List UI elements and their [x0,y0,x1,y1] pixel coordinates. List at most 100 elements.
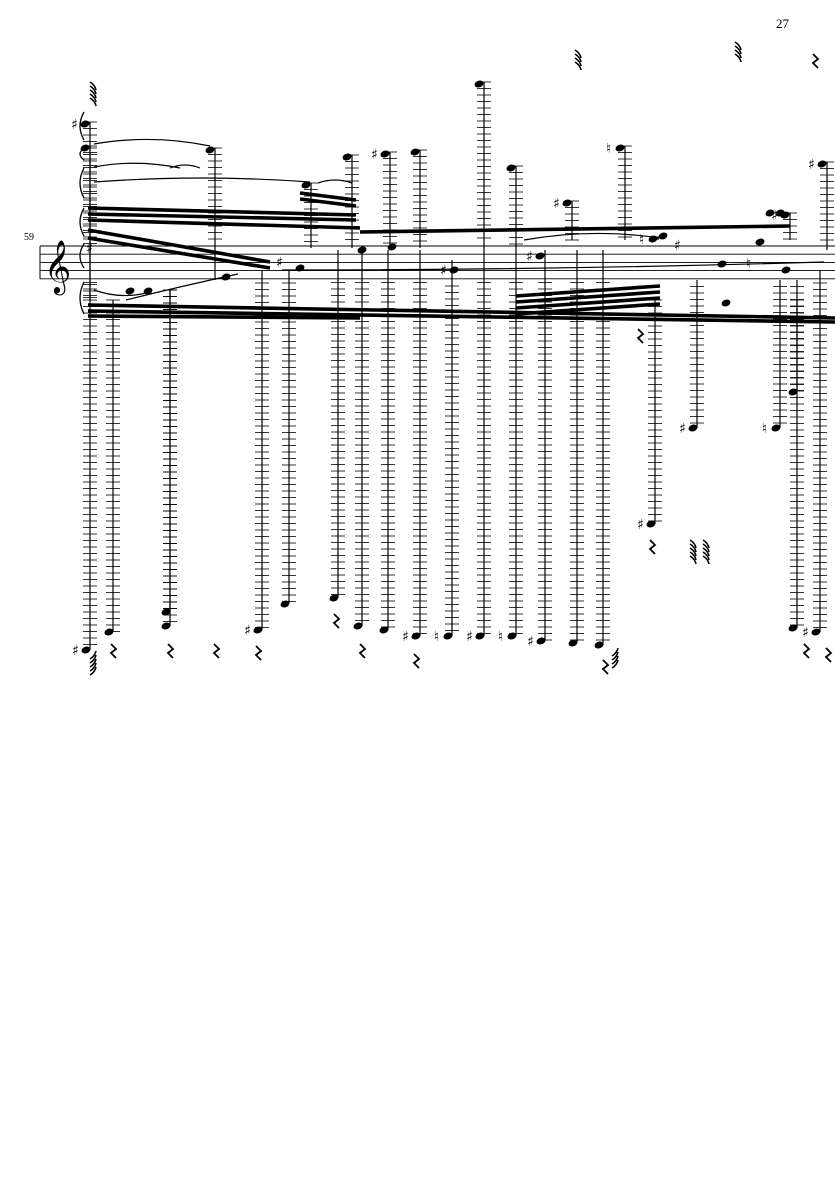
quarter-rest-icon [824,647,833,663]
beam [299,197,357,208]
notehead [507,632,517,640]
flag-icon [734,53,742,63]
measure-number: 59 [24,232,34,243]
notehead [449,266,459,274]
quarter-rest-icon [358,643,367,659]
flag-icon [89,650,97,660]
notehead [253,626,263,634]
tie [93,162,181,169]
notehead [788,388,798,396]
flag-icon [89,97,97,107]
flag-icon [89,662,97,672]
notehead [475,632,485,640]
notehead [615,144,625,152]
flag-icon [89,81,97,91]
flag-icon [574,49,582,59]
notehead [506,164,516,172]
quarter-rest-icon [811,53,820,69]
chord-bracket [79,167,85,199]
flag-icon [734,49,742,59]
quarter-rest-icon [601,659,610,675]
beam [359,224,791,234]
natural-icon: ♮ [606,141,611,157]
treble-clef-icon: 𝄞 [44,239,71,295]
flag-icon [702,543,710,553]
notehead [125,287,135,295]
notehead [301,181,311,189]
notehead [380,150,390,158]
notehead [765,209,775,217]
accidentals: ♯♯♯♮♯♮♯♯♯♮♯♯♯♯♮♮♯♯♯♯♯♯♯♮ [71,117,815,659]
flag-icon [689,543,697,553]
flag-icon [611,659,619,669]
flag-icon [702,551,710,561]
note-stems [89,82,828,650]
sharp-icon: ♯ [526,249,533,265]
notehead [648,235,658,243]
beam [87,303,835,320]
flag-icon [89,93,97,103]
sharp-icon: ♯ [72,643,79,659]
sharp-icon: ♯ [808,157,815,173]
chord-bracket [79,207,85,237]
flag-icon [89,658,97,668]
notehead [568,639,578,647]
notehead [562,199,572,207]
notehead [81,646,91,654]
tie [317,179,353,184]
beam [515,296,661,310]
notehead [143,287,153,295]
tie [93,289,151,297]
page-number: 27 [776,16,789,31]
sharp-icon: ♯ [771,208,778,224]
flag-icon [734,41,742,51]
flag-icon [611,651,619,661]
flag-icon [689,551,697,561]
chord-bracket [79,243,85,269]
notehead [775,209,785,217]
notehead [379,626,389,634]
flag-icon [89,666,97,676]
flag-icon [702,539,710,549]
quarter-rest-icon [648,539,657,555]
beam [515,284,661,298]
chord-bracket [79,281,85,315]
flag-icon [574,53,582,63]
beam [87,218,361,230]
flags [89,41,742,676]
quarter-rest-icon [412,653,421,669]
sharp-icon: ♯ [679,421,686,437]
notehead [811,628,821,636]
notehead [594,641,604,649]
sharp-icon: ♯ [71,117,78,133]
notehead [295,264,305,272]
flag-icon [89,89,97,99]
quarter-rest-icon [332,613,341,629]
notehead [443,632,453,640]
natural-icon: ♮ [746,256,751,272]
tie [281,261,825,271]
sharp-icon: ♯ [553,196,560,212]
tie [169,164,201,169]
notehead [329,594,339,602]
beam [299,191,357,202]
notehead [717,260,727,268]
flag-icon [611,655,619,665]
notehead [688,424,698,432]
quarter-rest-icon [254,645,263,661]
notehead [817,160,827,168]
flag-icon [689,547,697,557]
flag-icon [702,555,710,565]
staff [39,81,835,645]
notehead [205,146,215,154]
flag-icon [574,61,582,71]
sharp-icon: ♯ [674,238,681,254]
notehead [788,624,798,632]
notehead [658,232,668,240]
sharp-icon: ♯ [276,255,283,271]
beam [515,302,661,316]
beams [87,191,835,324]
tie [93,177,311,183]
noteheads [80,80,827,654]
notehead [280,600,290,608]
